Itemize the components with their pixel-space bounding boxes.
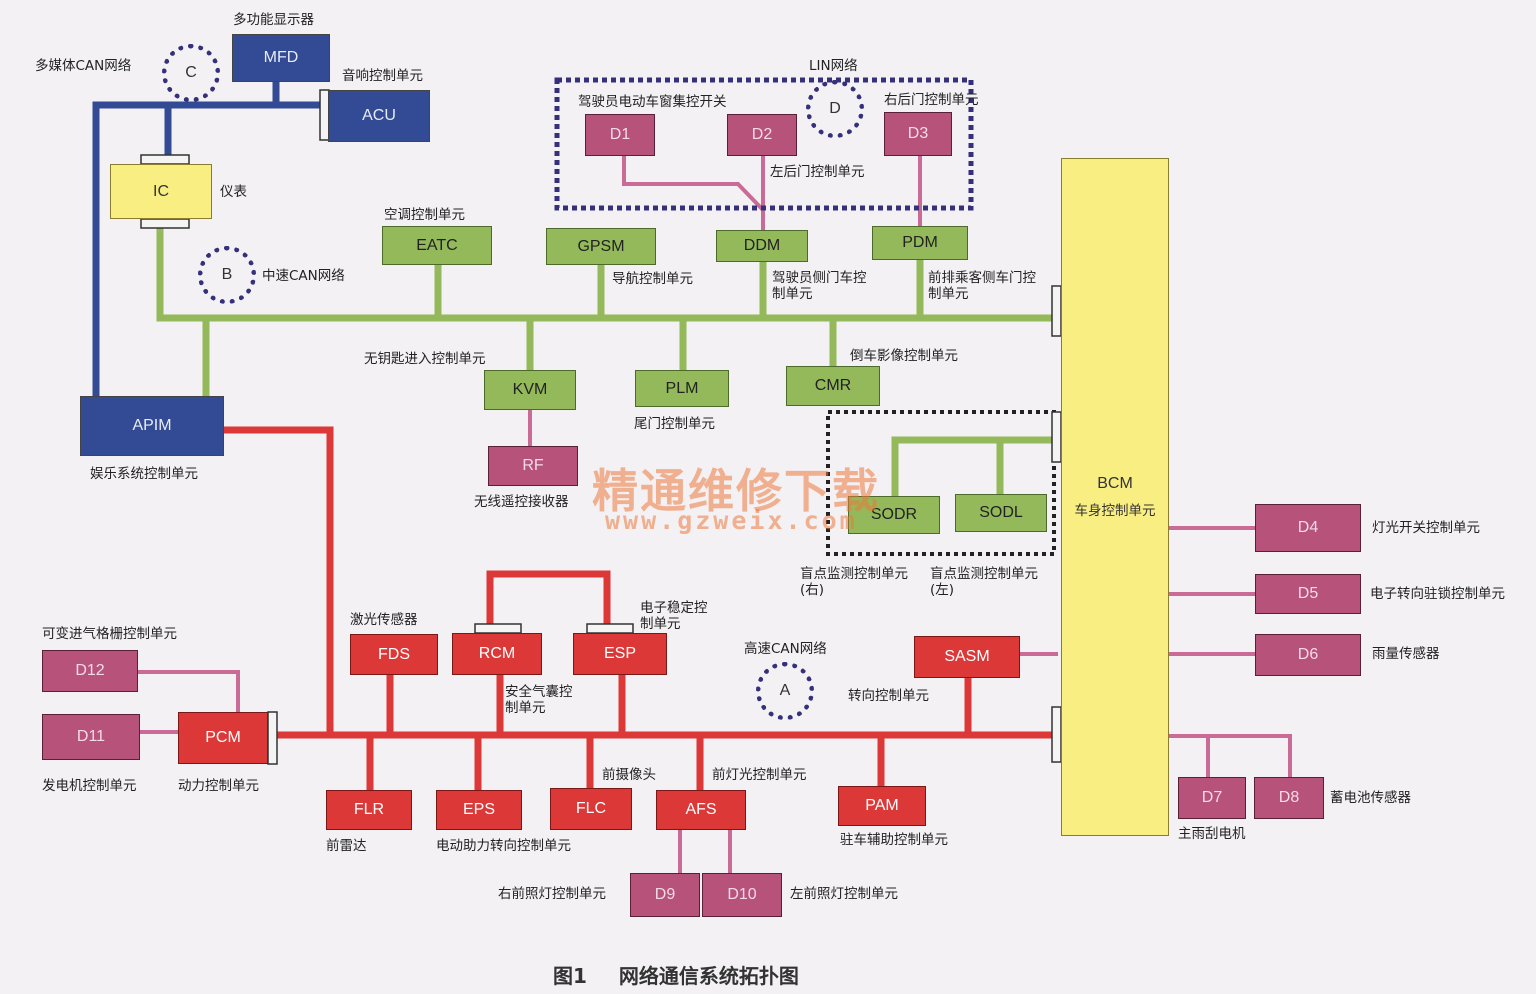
label-d12: 可变进气格栅控制单元	[42, 626, 177, 642]
module-ic: IC	[110, 164, 212, 219]
label-d5: 电子转向驻锁控制单元	[1370, 586, 1505, 602]
module-esp: ESP	[573, 633, 667, 675]
network-label-b: 中速CAN网络	[262, 268, 345, 284]
label-apim: 娱乐系统控制单元	[90, 466, 198, 482]
network-circle-c: C	[162, 44, 220, 102]
module-gpsm: GPSM	[546, 228, 656, 265]
label-gpsm: 导航控制单元	[612, 271, 693, 287]
module-acu: ACU	[328, 90, 430, 142]
lin-links	[138, 156, 1292, 873]
label-sodr: 盲点监测控制单元(右)	[800, 566, 908, 598]
module-d7: D7	[1178, 777, 1246, 819]
module-fds: FDS	[350, 634, 438, 675]
bcm-desc: 车身控制单元	[1074, 503, 1156, 519]
module-flr: FLR	[326, 790, 412, 830]
network-label-a: 高速CAN网络	[744, 641, 827, 657]
module-afs: AFS	[656, 790, 746, 830]
module-d2: D2	[727, 114, 797, 156]
label-d4: 灯光开关控制单元	[1372, 520, 1480, 536]
figure-title: 网络通信系统拓扑图	[618, 964, 799, 988]
label-d9: 右前照灯控制单元	[498, 886, 606, 902]
module-d5: D5	[1255, 574, 1361, 614]
label-rcm: 安全气囊控制单元	[505, 684, 573, 716]
module-sodl: SODL	[955, 494, 1047, 532]
module-sasm: SASM	[914, 636, 1020, 678]
label-eps: 电动助力转向控制单元	[436, 838, 571, 854]
module-cmr: CMR	[786, 366, 880, 406]
module-mfd: MFD	[232, 34, 330, 82]
network-label-d: LIN网络	[809, 58, 858, 74]
module-d3: D3	[884, 112, 952, 156]
watermark-text: 精通维修下载	[592, 464, 880, 518]
blind-spot-group-boundary	[826, 410, 1056, 556]
label-acu: 音响控制单元	[342, 68, 423, 84]
label-d8: 蓄电池传感器	[1330, 790, 1411, 806]
label-d11: 发电机控制单元	[42, 778, 137, 794]
multimedia-can-bus	[92, 82, 322, 398]
module-apim: APIM	[80, 396, 224, 456]
label-flc: 前摄像头	[602, 767, 656, 783]
label-d6: 雨量传感器	[1372, 646, 1440, 662]
module-pdm: PDM	[872, 226, 968, 260]
module-plm: PLM	[635, 370, 729, 407]
module-d1: D1	[585, 114, 655, 156]
label-d7: 主雨刮电机	[1178, 826, 1246, 842]
module-rf: RF	[488, 446, 578, 486]
high-speed-can-bus	[224, 426, 1058, 790]
label-afs: 前灯光控制单元	[712, 767, 807, 783]
network-circle-d: D	[806, 80, 864, 138]
module-d10: D10	[702, 873, 782, 917]
label-d3: 右后门控制单元	[884, 92, 979, 108]
label-fds: 激光传感器	[350, 612, 418, 628]
label-flr: 前雷达	[326, 838, 367, 854]
module-d9: D9	[630, 873, 700, 917]
module-pam: PAM	[838, 786, 926, 826]
label-eatc: 空调控制单元	[384, 207, 465, 223]
label-rf: 无线遥控接收器	[474, 494, 569, 510]
label-esp: 电子稳定控制单元	[640, 600, 708, 632]
label-pcm: 动力控制单元	[178, 778, 259, 794]
module-bcm: BCM 车身控制单元	[1061, 158, 1169, 836]
label-kvm: 无钥匙进入控制单元	[364, 351, 486, 367]
module-pcm: PCM	[178, 712, 268, 764]
module-d4: D4	[1255, 504, 1361, 552]
figure-number: 图1	[553, 964, 587, 988]
label-d1: 驾驶员电动车窗集控开关	[578, 94, 727, 110]
module-d6: D6	[1255, 634, 1361, 676]
module-d11: D11	[42, 714, 140, 760]
module-d8: D8	[1254, 777, 1324, 819]
label-pam: 驻车辅助控制单元	[840, 832, 948, 848]
network-circle-b: B	[198, 246, 256, 304]
label-d10: 左前照灯控制单元	[790, 886, 898, 902]
network-label-c: 多媒体CAN网络	[35, 58, 132, 74]
watermark-url: www.gzweix.com	[605, 506, 858, 535]
module-eps: EPS	[436, 790, 522, 830]
module-rcm: RCM	[452, 633, 542, 675]
label-d2: 左后门控制单元	[770, 164, 865, 180]
figure-caption: 图1 网络通信系统拓扑图	[553, 960, 799, 989]
module-d12: D12	[42, 650, 138, 692]
bcm-code: BCM	[1097, 475, 1133, 492]
label-cmr: 倒车影像控制单元	[850, 348, 958, 364]
label-ic: 仪表	[220, 184, 247, 200]
medium-speed-can-bus	[156, 228, 1058, 508]
label-pdm: 前排乘客侧车门控制单元	[928, 270, 1036, 302]
label-sasm: 转向控制单元	[848, 688, 929, 704]
module-ddm: DDM	[716, 230, 808, 262]
module-flc: FLC	[550, 788, 632, 830]
module-eatc: EATC	[382, 226, 492, 265]
label-ddm: 驾驶员侧门车控制单元	[772, 270, 867, 302]
lin-network-boundary	[554, 77, 974, 211]
label-mfd: 多功能显示器	[233, 12, 314, 28]
module-kvm: KVM	[484, 370, 576, 410]
label-plm: 尾门控制单元	[634, 416, 715, 432]
label-sodl: 盲点监测控制单元(左)	[930, 566, 1038, 598]
module-sodr: SODR	[848, 496, 940, 534]
network-circle-a: A	[756, 662, 814, 720]
